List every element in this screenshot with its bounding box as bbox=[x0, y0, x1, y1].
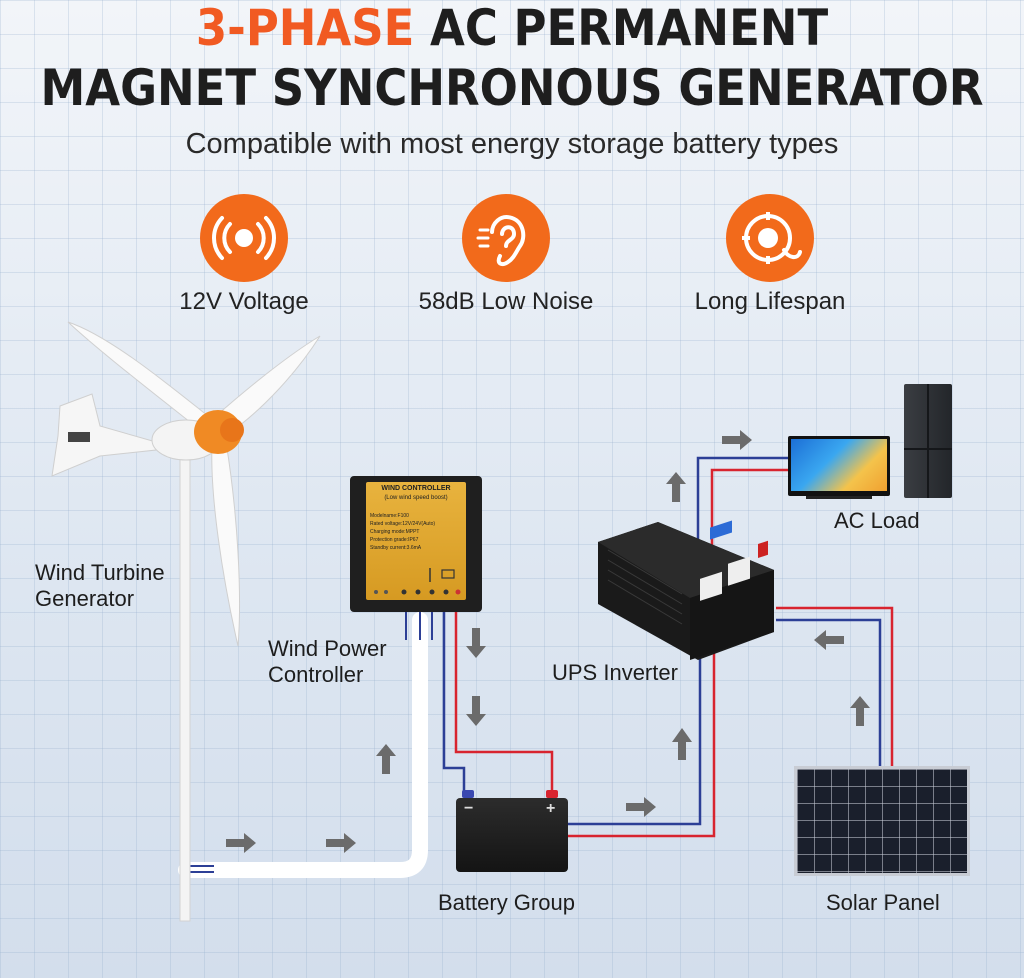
solar-panel-image bbox=[794, 766, 970, 876]
turbine-cable bbox=[178, 612, 428, 878]
controller-terminals bbox=[374, 568, 461, 595]
arrow-left-solar bbox=[814, 630, 844, 650]
controller-specs: Modelname:F100 Rated voltage:12V/24V(Aut… bbox=[370, 512, 466, 552]
solar-inverter-blue-wire bbox=[776, 618, 882, 768]
arrow-right-2 bbox=[326, 833, 356, 853]
title-rest: AC PERMANENT bbox=[414, 0, 829, 57]
battery-plus-mark: + bbox=[546, 800, 556, 817]
solar-inverter-red-wire bbox=[776, 606, 894, 768]
inverter-load-red-wire bbox=[710, 468, 788, 552]
controller-battery-blue-wire bbox=[442, 612, 466, 792]
arrow-up-inverter bbox=[672, 728, 692, 760]
arrow-down-1 bbox=[466, 628, 486, 658]
controller-spec: Charging mode:MPPT bbox=[370, 529, 420, 535]
feature-label-noise: 58dB Low Noise bbox=[418, 288, 594, 315]
controller-spec: Standby current:3.6mA bbox=[370, 545, 422, 551]
label-ac-load: AC Load bbox=[834, 508, 920, 533]
controller-heading: WIND CONTROLLER bbox=[381, 485, 451, 492]
ear-icon bbox=[462, 194, 550, 282]
feature-label-voltage: 12V Voltage bbox=[179, 288, 309, 315]
wind-controller-image: WIND CONTROLLER (Low wind speed boost) M… bbox=[350, 476, 482, 612]
title-line-2: MAGNET SYNCHRONOUS GENERATOR bbox=[40, 59, 984, 117]
arrow-up-solar bbox=[850, 696, 870, 726]
label-ups-inverter: UPS Inverter bbox=[552, 660, 678, 685]
arrow-up-cable bbox=[376, 744, 396, 774]
battery-positive-terminal bbox=[546, 790, 558, 798]
arrow-right-battery bbox=[626, 797, 656, 817]
arrow-up-load bbox=[666, 472, 686, 502]
inverter-load-blue-wire bbox=[696, 456, 788, 552]
subtitle: Compatible with most energy storage batt… bbox=[185, 128, 839, 160]
tv-image bbox=[788, 436, 890, 499]
title-accent: 3-PHASE bbox=[195, 0, 415, 57]
ups-inverter-image bbox=[598, 520, 774, 660]
title-line-1: 3-PHASE AC PERMANENT bbox=[0, 0, 1024, 56]
label-battery: Battery Group bbox=[438, 890, 575, 915]
lifespan-icon bbox=[726, 194, 814, 282]
controller-battery-red-wire bbox=[454, 612, 554, 792]
label-wind-turbine: Wind Turbine Generator bbox=[35, 560, 165, 611]
controller-spec: Modelname:F100 bbox=[370, 513, 409, 519]
label-solar: Solar Panel bbox=[826, 890, 940, 915]
vibration-icon bbox=[200, 194, 288, 282]
battery-inverter-red-wire bbox=[566, 642, 716, 838]
battery-image: − + bbox=[456, 790, 568, 872]
controller-spec: Protection grade:IP67 bbox=[370, 537, 419, 543]
controller-subheading: (Low wind speed boost) bbox=[384, 495, 448, 501]
battery-inverter-blue-wire bbox=[566, 642, 702, 826]
refrigerator-image bbox=[904, 384, 952, 498]
wind-turbine-image bbox=[51, 321, 321, 922]
arrow-right-1 bbox=[226, 833, 256, 853]
arrow-right-load bbox=[722, 430, 752, 450]
feature-label-lifespan: Long Lifespan bbox=[694, 288, 846, 315]
arrow-down-2 bbox=[466, 696, 486, 726]
battery-negative-terminal bbox=[462, 790, 474, 798]
controller-spec: Rated voltage:12V/24V(Auto) bbox=[370, 521, 436, 527]
battery-minus-mark: − bbox=[464, 800, 474, 817]
label-wind-controller: Wind Power Controller bbox=[268, 636, 387, 687]
